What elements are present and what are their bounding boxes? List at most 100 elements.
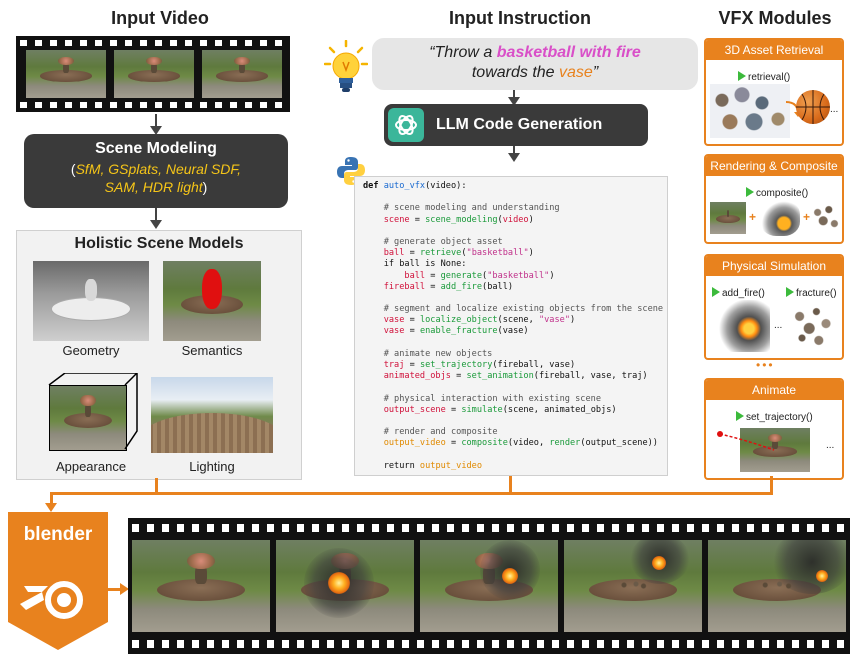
geometry-label: Geometry — [62, 343, 120, 358]
code-token: # render and composite — [363, 427, 498, 438]
rendering-title: Rendering & Composite — [706, 156, 842, 176]
code-line: if ball is None: — [363, 259, 667, 270]
connector-holistic — [155, 478, 158, 494]
output-frame-4 — [564, 540, 702, 632]
output-frame-2 — [276, 540, 414, 632]
code-token: auto_vfx — [383, 181, 426, 191]
code-token: scene — [363, 214, 410, 225]
code-line — [363, 416, 667, 427]
code-token: ( — [482, 270, 488, 281]
code-token: localize_object — [419, 315, 498, 326]
code-token: enable_fracture — [419, 326, 498, 337]
blender-label: blender — [23, 524, 93, 545]
code-token: (output_scene)) — [580, 438, 658, 449]
code-token: = — [404, 326, 420, 337]
code-token: = — [425, 270, 441, 281]
code-token: video — [502, 214, 529, 225]
trajectory-line-icon — [717, 431, 775, 451]
output-frame-3 — [420, 540, 558, 632]
code-line: vase = enable_fracture(vase) — [363, 326, 667, 337]
code-token: simulate — [461, 404, 503, 415]
code-token: traj — [363, 360, 405, 370]
asset-retrieval-title: 3D Asset Retrieval — [706, 40, 842, 60]
asset-ellipsis: ... — [830, 104, 839, 115]
code-token: ) — [528, 248, 534, 259]
holistic-title: Holistic Scene Models — [74, 235, 244, 252]
llm-code-generation-box: LLM Code Generation — [384, 104, 648, 146]
code-token: if ball is None: — [363, 259, 467, 270]
code-line: def auto_vfx(video): — [363, 181, 667, 192]
input-frame-1 — [26, 50, 106, 98]
physics-title: Physical Simulation — [706, 256, 842, 276]
code-token: "basketball" — [466, 248, 529, 259]
code-token: render — [549, 438, 581, 449]
code-line: # generate object asset — [363, 237, 667, 248]
code-line: animated_objs = set_animation(fireball, … — [363, 371, 667, 382]
instruction-object: basketball with fire — [496, 44, 641, 61]
input-frame-2 — [114, 50, 194, 98]
code-token: (fireball, vase, traj) — [533, 371, 648, 382]
scene-modeling-paren-close: ) — [202, 179, 208, 195]
connector-code — [509, 476, 512, 494]
code-token: generate — [440, 270, 483, 281]
scene-modeling-methods-2: SAM, HDR light — [104, 179, 203, 195]
code-line: scene = scene_modeling(video) — [363, 215, 667, 226]
code-token: ball — [363, 248, 405, 259]
code-token: # physical interaction with existing sce… — [363, 393, 601, 404]
scene-modeling-paren-open: ( — [70, 161, 76, 177]
code-token: output_scene — [363, 404, 446, 415]
set-trajectory-fn: set_trajectory() — [746, 412, 813, 423]
code-token: ) — [528, 214, 534, 225]
code-token: output_video — [419, 460, 483, 471]
connector-blender-output — [108, 588, 122, 591]
fracture-sim-image — [790, 302, 838, 350]
code-line: vase = localize_object(scene, "vase") — [363, 315, 667, 326]
code-token: (vase) — [497, 326, 529, 337]
play-icon — [738, 70, 746, 81]
input-video-filmstrip — [16, 36, 290, 112]
code-line — [363, 382, 667, 393]
code-line: # animate new objects — [363, 349, 667, 360]
composite-fn: composite() — [756, 188, 809, 199]
code-token: set_trajectory — [419, 360, 493, 370]
code-token: ) — [549, 270, 555, 281]
code-token: fireball — [363, 281, 426, 292]
code-token: vase — [363, 326, 405, 337]
code-token: = — [404, 315, 420, 326]
code-token: (ball) — [482, 281, 514, 292]
appearance-image — [39, 373, 139, 455]
code-token: ball — [363, 270, 426, 281]
instruction-bubble: “Throw a basketball with fire towards th… — [372, 38, 698, 90]
connector-to-blender — [50, 492, 53, 504]
code-line: output_video = composite(video, render(o… — [363, 438, 667, 449]
play-icon — [712, 286, 720, 297]
code-token: def — [363, 181, 384, 191]
code-token: ) — [570, 315, 576, 326]
input-video-header: Input Video — [111, 8, 209, 28]
code-token: # generate object asset — [363, 236, 503, 247]
play-icon — [736, 410, 744, 421]
code-line: fireball = add_fire(ball) — [363, 282, 667, 293]
input-instruction-header: Input Instruction — [449, 8, 591, 28]
code-token: ( — [461, 248, 467, 259]
code-token: = — [445, 438, 462, 449]
code-token: # segment and localize existing objects … — [363, 304, 664, 315]
connector-vfx — [770, 476, 773, 494]
plus-2: + — [803, 210, 811, 224]
instruction-target: vase — [559, 64, 593, 81]
input-frame-3 — [202, 50, 282, 98]
fracture-fn: fracture() — [796, 288, 837, 299]
instruction-suffix: ” — [592, 64, 599, 81]
vfx-physical-simulation: Physical Simulation add_fire() fracture(… — [704, 254, 844, 360]
code-token: retrieve — [419, 248, 462, 259]
code-line: # render and composite — [363, 427, 667, 438]
output-video-filmstrip — [128, 518, 850, 654]
code-token: # animate new objects — [363, 348, 493, 359]
code-token: animated_objs — [363, 371, 451, 382]
instruction-mid: towards the — [471, 64, 560, 81]
semantics-image — [163, 261, 261, 341]
lightbulb-icon — [323, 39, 369, 96]
lighting-label: Lighting — [189, 459, 235, 474]
vfx-asset-retrieval: 3D Asset Retrieval retrieval() ... — [704, 38, 844, 146]
output-frame-5 — [708, 540, 846, 632]
